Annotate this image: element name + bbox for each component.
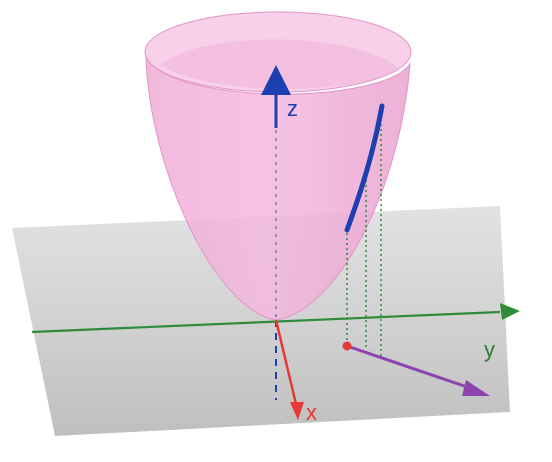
xy-plane [12,206,510,436]
x-axis [274,319,298,405]
y-axis-label: y [484,337,495,362]
y-axis-arrowhead [500,303,520,320]
domain-vector-arrowhead [462,380,490,396]
y-axis [31,310,501,334]
curve-on-surface[interactable] [344,103,385,233]
x-axis-arrowhead [290,402,304,420]
base-point[interactable] [342,341,352,351]
z-axis-label: z [287,96,298,121]
domain-vector[interactable] [346,344,471,390]
x-axis-label: x [306,400,317,425]
paraboloid-surface[interactable] [144,11,412,321]
